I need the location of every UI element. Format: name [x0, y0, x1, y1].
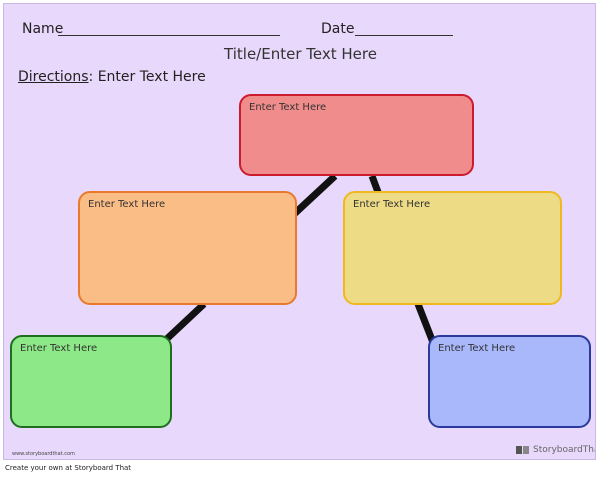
mid-left-box-text: Enter Text Here [88, 199, 166, 210]
date-label: Date [321, 21, 355, 37]
directions-label: Directions [18, 69, 89, 85]
top-box-text: Enter Text Here [249, 102, 327, 113]
date-field[interactable] [355, 35, 453, 36]
name-label: Name [22, 21, 64, 37]
name-field[interactable] [58, 35, 280, 36]
footer-url: www.storyboardthat.com [12, 451, 75, 457]
bottom-left-box-text: Enter Text Here [20, 343, 98, 354]
mid-left-box[interactable]: Enter Text Here [78, 191, 297, 305]
mid-right-box-text: Enter Text Here [353, 199, 431, 210]
top-box[interactable]: Enter Text Here [239, 94, 474, 176]
caption[interactable]: Create your own at Storyboard That [5, 464, 132, 472]
worksheet-title[interactable]: Title/Enter Text Here [224, 45, 377, 63]
worksheet: Name Date Title/Enter Text Here Directio… [3, 3, 596, 460]
directions[interactable]: Directions: Enter Text Here [18, 69, 206, 85]
directions-text: : Enter Text Here [88, 69, 206, 85]
mid-right-box[interactable]: Enter Text Here [343, 191, 562, 305]
bottom-right-box-text: Enter Text Here [438, 343, 516, 354]
bottom-right-box[interactable]: Enter Text Here [428, 335, 591, 428]
storyboard-logo-icon [516, 446, 529, 454]
bottom-left-box[interactable]: Enter Text Here [10, 335, 172, 428]
